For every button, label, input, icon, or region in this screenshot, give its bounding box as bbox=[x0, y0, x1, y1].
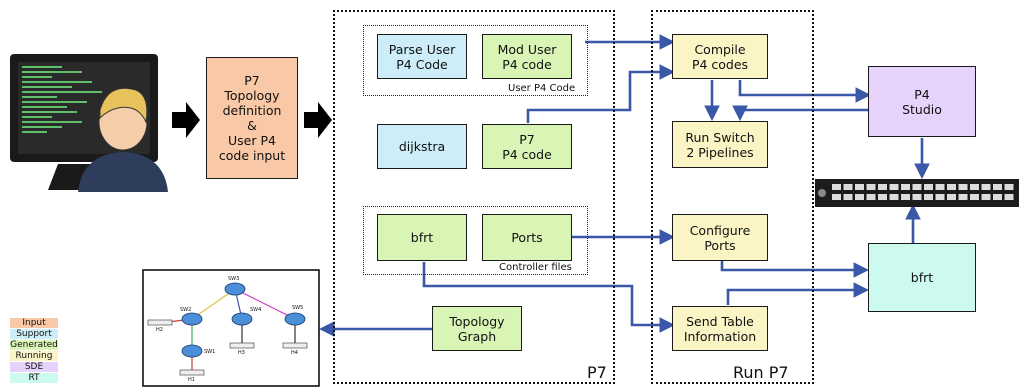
thumb-h3: H3 bbox=[238, 350, 245, 356]
legend-generated: Generated bbox=[10, 340, 58, 350]
arrow-compile-to-studio bbox=[738, 80, 872, 103]
run-switch-box: Run Switch 2 Pipelines bbox=[672, 121, 768, 168]
topology-graph-box: Topology Graph bbox=[432, 306, 522, 351]
switch-port bbox=[912, 194, 922, 200]
switch-port bbox=[970, 194, 979, 200]
ports-box: Ports bbox=[482, 214, 572, 261]
arrow-studio-to-runswitch bbox=[732, 105, 868, 122]
block-arrow-right-icon bbox=[172, 102, 200, 138]
switch-port bbox=[958, 194, 968, 200]
thumb-h2: H2 bbox=[156, 327, 163, 333]
switch-port bbox=[958, 184, 968, 190]
mod-user-box: Mod User P4 code bbox=[482, 34, 572, 79]
thumb-h1: H1 bbox=[188, 377, 195, 383]
switch-port bbox=[993, 194, 1002, 200]
switch-port bbox=[855, 184, 864, 190]
legend-rt: RT bbox=[10, 373, 58, 383]
switch-port bbox=[855, 194, 864, 200]
switch-port bbox=[947, 194, 956, 200]
p7-group-label: P7 bbox=[587, 363, 607, 382]
switch-port bbox=[878, 194, 887, 200]
switch-port bbox=[993, 184, 1002, 190]
thumb-sw2: SW2 bbox=[180, 307, 191, 313]
controller-files-label: Controller files bbox=[499, 262, 572, 273]
run-p7-group-label: Run P7 bbox=[733, 363, 789, 382]
controller-files-group bbox=[363, 206, 588, 275]
switch-port bbox=[901, 194, 910, 200]
thumb-sw1: SW1 bbox=[204, 349, 215, 355]
thumb-sw5: SW5 bbox=[292, 305, 303, 311]
parse-user-box: Parse User P4 Code bbox=[377, 34, 467, 79]
switch-port bbox=[901, 184, 910, 190]
switch-port bbox=[924, 194, 933, 200]
legend-running: Running bbox=[10, 351, 58, 361]
p7-p4-code-box: P7 P4 code bbox=[482, 124, 572, 169]
user-p4-code-label: User P4 Code bbox=[508, 83, 576, 94]
switch-port bbox=[981, 194, 991, 200]
switch-port bbox=[843, 184, 853, 190]
topology-input-box: P7 Topology definition & User P4 code in… bbox=[206, 57, 298, 179]
bfrt-controller-box: bfrt bbox=[377, 214, 467, 261]
switch-port bbox=[866, 194, 876, 200]
legend-support: Support bbox=[10, 329, 58, 339]
switch-port bbox=[878, 184, 887, 190]
p4-studio-box: P4 Studio bbox=[868, 66, 976, 137]
configure-ports-box: Configure Ports bbox=[672, 214, 768, 261]
thumb-sw3: SW3 bbox=[228, 276, 239, 282]
block-arrow-right-icon bbox=[304, 102, 332, 138]
switch-port bbox=[832, 194, 841, 200]
thumb-sw4: SW4 bbox=[250, 307, 261, 313]
arrow-p7code-to-compile bbox=[526, 64, 676, 123]
compile-box: Compile P4 codes bbox=[672, 34, 768, 79]
p7-group bbox=[333, 10, 615, 384]
switch-port bbox=[947, 184, 956, 190]
switch-port bbox=[912, 184, 922, 190]
legend-input: Input bbox=[10, 318, 58, 328]
switch-port bbox=[1004, 184, 1014, 190]
switch-port bbox=[889, 184, 899, 190]
arrow-bfrtctrl-to-sendtable bbox=[422, 262, 676, 333]
thumb-h4: H4 bbox=[291, 350, 298, 356]
switch-port bbox=[924, 184, 933, 190]
switch-port bbox=[970, 184, 979, 190]
user-p4-code-group bbox=[363, 25, 588, 96]
run-p7-group bbox=[651, 10, 814, 384]
arrow-configure-to-bfrt bbox=[720, 260, 870, 278]
bfrt-rt-box: bfrt bbox=[868, 243, 976, 312]
topology-thumbnail: SW3 SW2 SW4 SW5 SW1 H1 H2 H3 H4 bbox=[142, 269, 320, 387]
switch-port bbox=[832, 184, 841, 190]
legend-sde: SDE bbox=[10, 362, 58, 372]
switch-port bbox=[935, 184, 945, 190]
arrow-sendtable-to-bfrt bbox=[726, 282, 870, 305]
send-table-box: Send Table Information bbox=[672, 306, 768, 351]
dijkstra-box: dijkstra bbox=[377, 124, 467, 169]
user-at-monitor-icon bbox=[10, 54, 168, 192]
switch-port bbox=[889, 194, 899, 200]
switch-port bbox=[843, 194, 853, 200]
switch-port bbox=[1004, 194, 1014, 200]
network-switch-icon bbox=[815, 179, 1019, 207]
switch-port bbox=[935, 194, 945, 200]
switch-port bbox=[866, 184, 876, 190]
switch-port bbox=[981, 184, 991, 190]
